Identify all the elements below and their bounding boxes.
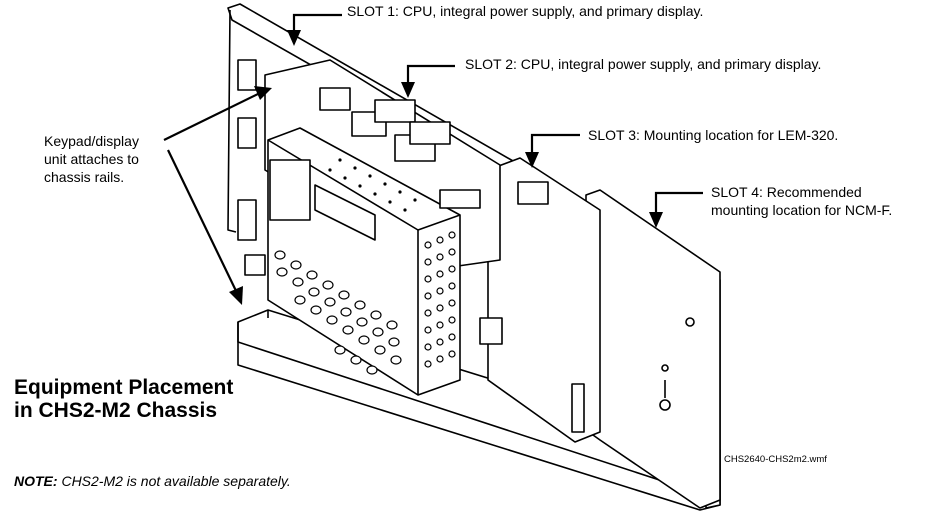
figure-title: Equipment Placement in CHS2-M2 Chassis	[14, 376, 233, 422]
slot3-callout: SLOT 3: Mounting location for LEM-320.	[588, 127, 839, 143]
side-vent-holes	[424, 231, 456, 368]
figure-title-line2: in CHS2-M2 Chassis	[14, 399, 218, 422]
slot3-arrow	[525, 133, 580, 168]
slot3-board	[487, 157, 601, 443]
slot4-callout-line2: mounting location for NCM-F.	[711, 202, 893, 218]
slot1-callout: SLOT 1: CPU, integral power supply, and …	[347, 3, 704, 19]
file-reference: CHS2640-CHS2m2.wmf	[724, 454, 827, 465]
figure-title-line1: Equipment Placement	[14, 376, 234, 399]
slot1-arrow	[287, 13, 342, 46]
note: NOTE: CHS2-M2 is not available separatel…	[14, 473, 291, 489]
slot4-arrow	[649, 191, 703, 228]
keypad-callout-line2: unit attaches to	[44, 151, 139, 167]
note-prefix: NOTE:	[14, 473, 58, 489]
slot2-callout: SLOT 2: CPU, integral power supply, and …	[465, 56, 822, 72]
vent-holes	[274, 250, 402, 375]
note-text: CHS2-M2 is not available separately.	[61, 473, 291, 489]
keypad-callout-line1: Keypad/display	[44, 133, 139, 149]
top-vent-holes	[328, 158, 417, 212]
keypad-arrows	[163, 86, 272, 305]
keypad-callout-line3: chassis rails.	[44, 169, 125, 185]
slot2-arrow	[401, 64, 455, 98]
slot4-callout-line1: SLOT 4: Recommended	[711, 184, 862, 200]
